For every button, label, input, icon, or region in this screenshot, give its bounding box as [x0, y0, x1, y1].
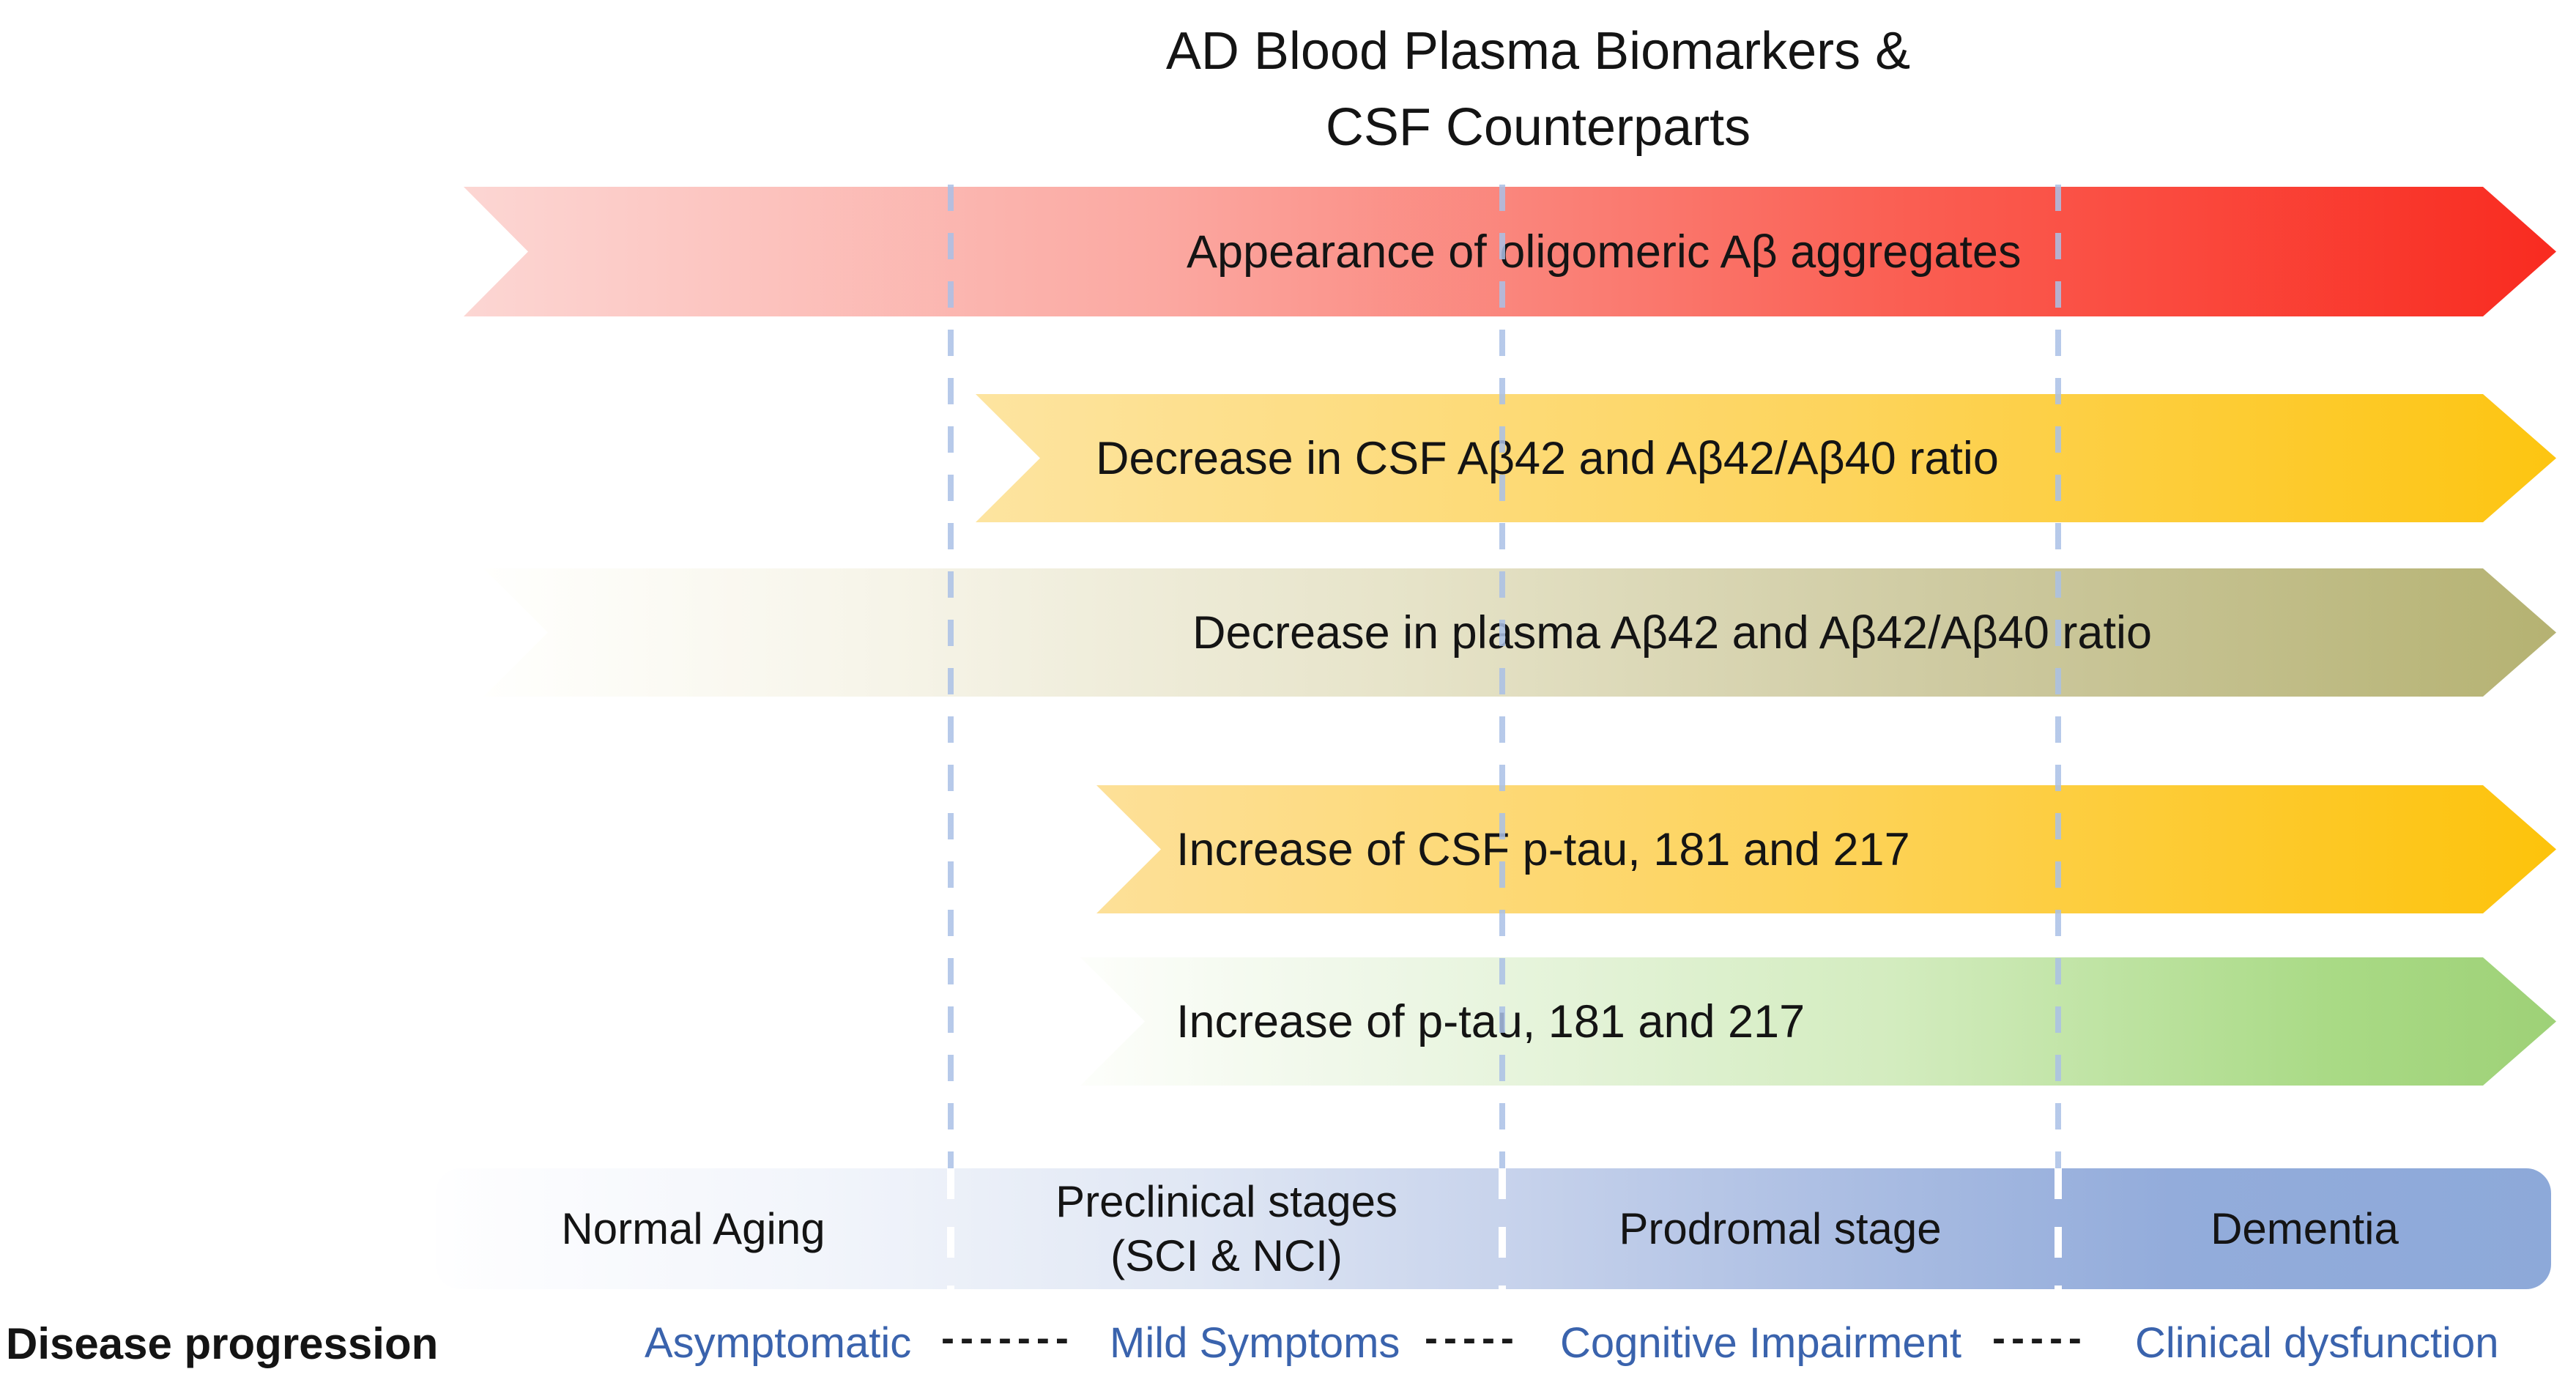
- stage-bar-separator-2: [1499, 1168, 1506, 1289]
- stage-normal-aging-label: Normal Aging: [561, 1203, 825, 1253]
- phase-cognitive-impairment: Cognitive Impairment: [1560, 1319, 1961, 1367]
- phase-asymptomatic: Asymptomatic: [645, 1319, 912, 1367]
- arrow-plasma-ab42-ratio-decrease-label: Decrease in plasma Aβ42 and Aβ42/Aβ40 ra…: [1192, 606, 2152, 659]
- figure-title-line2: CSF Counterparts: [1325, 98, 1751, 157]
- phase-dash-separator-3: -----: [1992, 1316, 2087, 1360]
- stage-bar-separator-1: [947, 1168, 954, 1289]
- arrow-oligomeric-ab-aggregates: Appearance of oligomeric Aβ aggregates: [464, 187, 2556, 316]
- stage-prodromal: Prodromal stage: [1502, 1168, 2058, 1289]
- arrow-csf-ab42-ratio-decrease-label: Decrease in CSF Aβ42 and Aβ42/Aβ40 ratio: [1096, 432, 1999, 484]
- arrow-plasma-ab42-ratio-decrease: Decrease in plasma Aβ42 and Aβ42/Aβ40 ra…: [483, 568, 2556, 697]
- stage-preclinical-sublabel: (SCI & NCI): [1110, 1231, 1343, 1280]
- stage-prodromal-label: Prodromal stage: [1619, 1203, 1942, 1253]
- phase-dash-separator-2: -----: [1425, 1316, 1520, 1360]
- stage-boundary-dashed-line-3: [2055, 185, 2061, 1168]
- stage-dementia: Dementia: [2058, 1168, 2551, 1289]
- stage-boundary-dashed-line-2: [1499, 185, 1505, 1168]
- arrow-oligomeric-ab-aggregates-label: Appearance of oligomeric Aβ aggregates: [1187, 226, 2022, 278]
- arrow-csf-ab42-ratio-decrease: Decrease in CSF Aβ42 and Aβ42/Aβ40 ratio: [976, 394, 2556, 522]
- figure-title-line1: AD Blood Plasma Biomarkers &: [1165, 22, 1911, 81]
- figure-title: AD Blood Plasma Biomarkers & CSF Counter…: [916, 13, 2161, 166]
- phase-clinical-dysfunction: Clinical dysfunction: [2135, 1319, 2499, 1367]
- stage-preclinical-label: Preclinical stages: [1055, 1176, 1398, 1226]
- stage-normal-aging: Normal Aging: [436, 1168, 951, 1289]
- stage-dementia-label: Dementia: [2211, 1203, 2399, 1253]
- stage-preclinical: Preclinical stages (SCI & NCI): [951, 1168, 1502, 1289]
- stage-boundary-dashed-line-1: [948, 185, 954, 1168]
- stage-bar-separator-3: [2055, 1168, 2062, 1289]
- arrow-ptau-increase: Increase of p-tau, 181 and 217: [1080, 957, 2556, 1086]
- arrow-csf-ptau-increase-label: Increase of CSF p-tau, 181 and 217: [1176, 823, 1910, 875]
- arrow-csf-ptau-increase: Increase of CSF p-tau, 181 and 217: [1096, 785, 2556, 913]
- arrow-ptau-increase-label: Increase of p-tau, 181 and 217: [1176, 995, 1805, 1047]
- phase-mild-symptoms: Mild Symptoms: [1110, 1319, 1400, 1367]
- phase-dash-separator-1: -------: [941, 1316, 1074, 1360]
- disease-stage-bar: [436, 1168, 2551, 1289]
- disease-progression-axis-label: Disease progression: [6, 1319, 439, 1368]
